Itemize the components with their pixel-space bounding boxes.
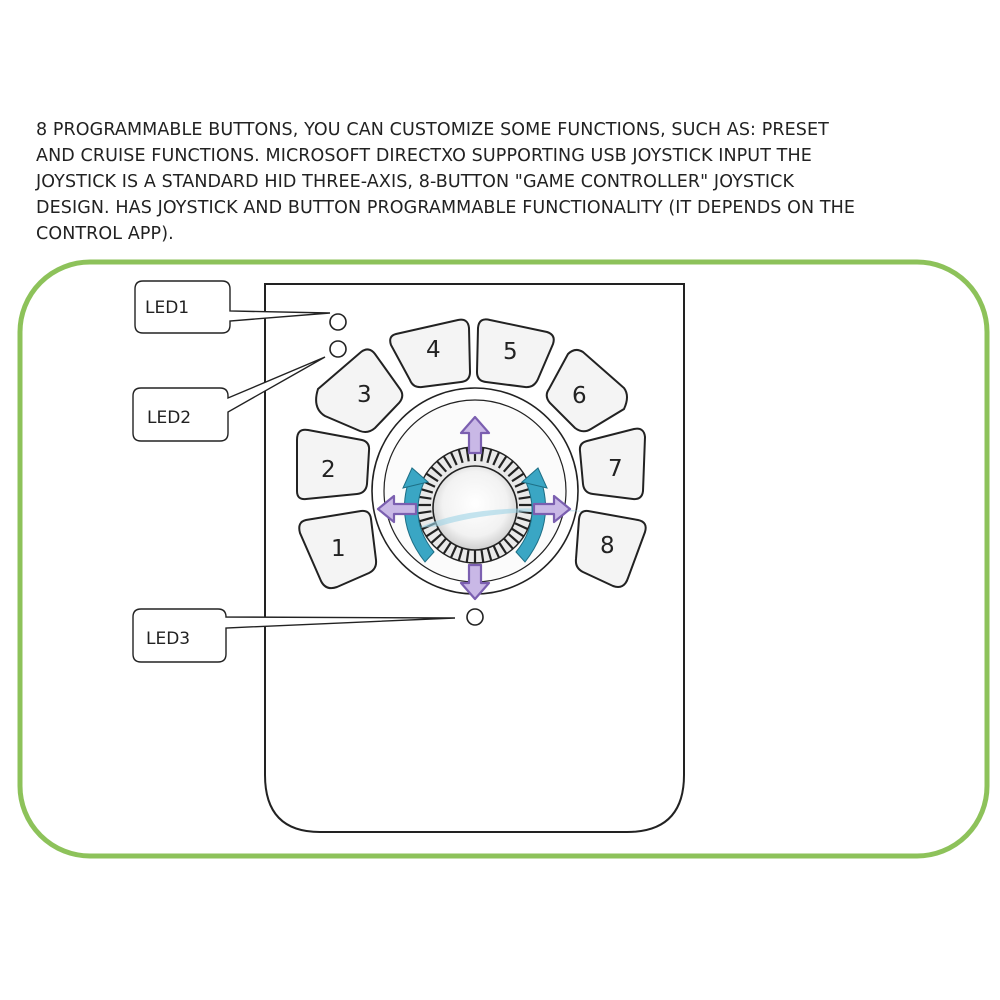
grip-ridge — [436, 537, 448, 550]
right-arrow-icon — [532, 494, 572, 524]
led1-label: LED1 — [145, 298, 189, 318]
grip-ridge — [457, 448, 464, 464]
button-label: 6 — [572, 383, 587, 409]
grip-ridge — [492, 544, 501, 559]
grip-ridge — [497, 455, 508, 469]
grip-ridge — [436, 460, 448, 473]
grip-ridge — [492, 451, 501, 466]
led2-label: LED2 — [147, 408, 191, 428]
grip-ridge — [486, 448, 493, 464]
grip-ridge — [430, 532, 443, 544]
grip-ridge — [418, 516, 434, 523]
grip-ridge — [417, 495, 432, 500]
grip-ridge — [430, 466, 443, 478]
grip-ridge — [502, 537, 514, 550]
grip-ridge — [516, 516, 532, 523]
up-arrow-icon — [459, 415, 491, 455]
grip-ridge — [514, 522, 529, 531]
grip-ridge — [425, 527, 439, 538]
description-line: 8 PROGRAMMABLE BUTTONS, YOU CAN CUSTOMIZ… — [36, 120, 829, 140]
grip-ridge — [449, 451, 458, 466]
grip-ridge — [465, 447, 470, 462]
led1-callout: LED1 — [134, 280, 331, 334]
led3-callout: LED3 — [132, 608, 456, 663]
grip-ridge — [511, 527, 525, 538]
description-line: CONTROL APP). — [36, 224, 174, 244]
led2-callout: LED2 — [132, 356, 326, 442]
grip-ridge — [480, 548, 485, 563]
grip-ridge — [518, 495, 533, 500]
grip-ridge — [425, 472, 439, 483]
button-8[interactable]: 8 — [574, 509, 647, 588]
led2-indicator — [329, 340, 347, 358]
grip-ridge — [457, 546, 464, 562]
grip-ridge — [465, 548, 470, 563]
button-label: 8 — [600, 533, 615, 559]
grip-ridge — [480, 447, 485, 462]
button-label: 7 — [608, 456, 623, 482]
button-7[interactable]: 7 — [578, 427, 647, 501]
button-4[interactable]: 4 — [389, 318, 472, 389]
button-label: 4 — [426, 337, 441, 363]
grip-ridge — [507, 532, 520, 544]
button-3[interactable]: 3 — [315, 348, 404, 433]
grip-ridge — [497, 541, 508, 555]
grip-ridge — [417, 510, 432, 515]
button-6[interactable]: 6 — [545, 348, 628, 433]
green-frame — [17, 259, 990, 859]
description-line: AND CRUISE FUNCTIONS. MICROSOFT DIRECTXO… — [36, 146, 812, 166]
four-way-arrow-icon — [376, 415, 572, 601]
rotate-arrow-icon — [402, 467, 548, 563]
description-line: DESIGN. HAS JOYSTICK AND BUTTON PROGRAMM… — [36, 198, 856, 218]
joystick-shine — [418, 508, 592, 528]
grip-ridge — [442, 455, 453, 469]
button-label: 1 — [331, 536, 346, 562]
grip-ridge — [442, 541, 453, 555]
button-label: 5 — [503, 339, 518, 365]
description-line: JOYSTICK IS A STANDARD HID THREE-AXIS, 8… — [36, 172, 795, 192]
led3-label: LED3 — [146, 629, 190, 649]
grip-ridge — [502, 460, 514, 473]
left-arrow-icon — [376, 494, 418, 524]
grip-ridge — [486, 546, 493, 562]
button-label: 3 — [357, 382, 372, 408]
down-arrow-icon — [459, 563, 491, 601]
grip-ridge — [507, 466, 520, 478]
led1-indicator — [329, 313, 347, 331]
button-label: 2 — [321, 457, 336, 483]
button-1[interactable]: 1 — [298, 509, 378, 590]
button-5[interactable]: 5 — [475, 318, 555, 389]
joystick-knob[interactable] — [432, 465, 518, 551]
grip-ridge — [449, 544, 458, 559]
grip-ridge — [511, 472, 525, 483]
description-text: 8 PROGRAMMABLE BUTTONS, YOU CAN CUSTOMIZ… — [36, 117, 996, 247]
button-2[interactable]: 2 — [296, 428, 371, 501]
led3-indicator — [466, 608, 484, 626]
